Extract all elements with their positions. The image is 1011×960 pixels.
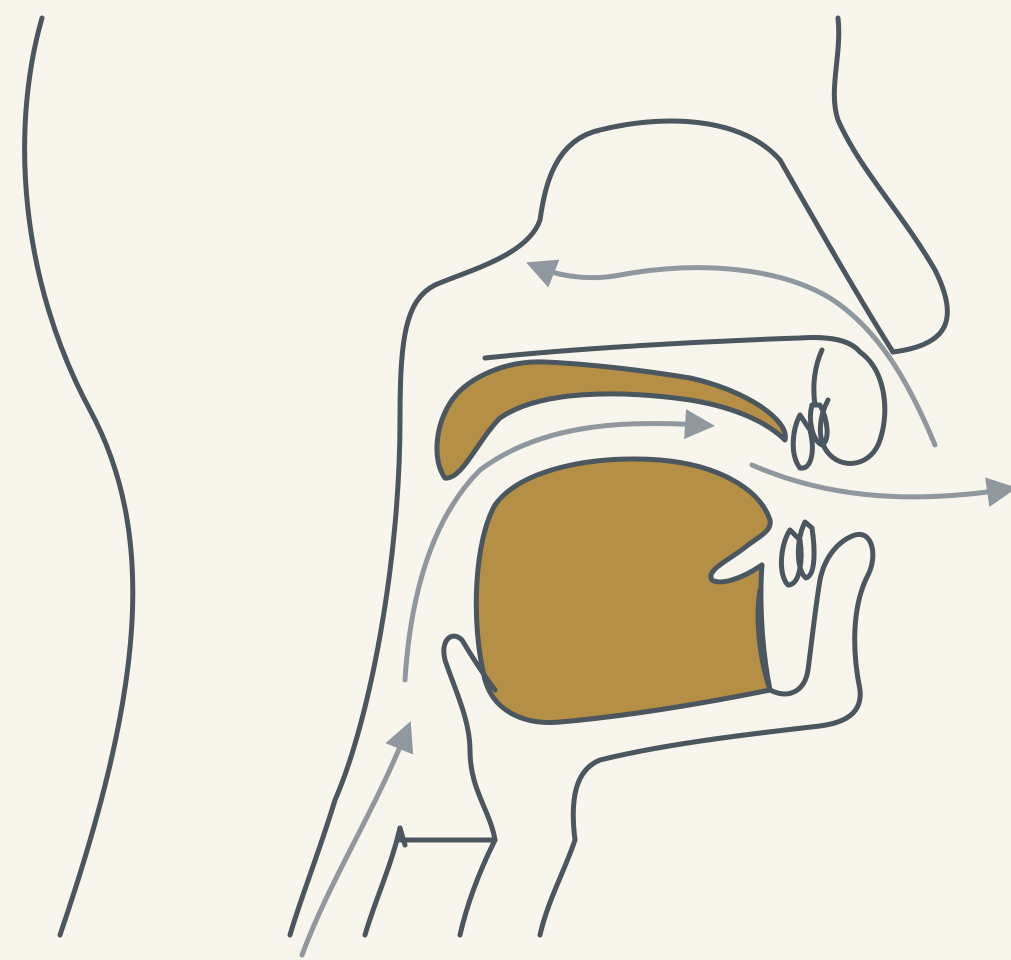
tongue — [476, 459, 770, 722]
